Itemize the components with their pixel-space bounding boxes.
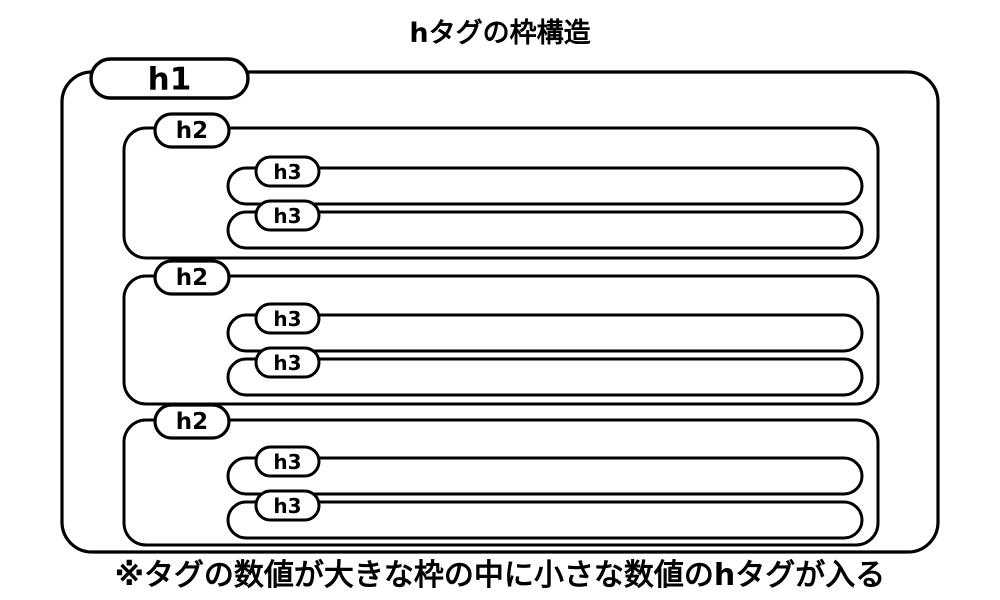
h2-tag-1-shape [153, 112, 231, 149]
h3-tag-3-2-shape [254, 489, 321, 522]
h2-tag-1-label: h2 [176, 118, 208, 144]
h2-tag-2: h2 [153, 259, 231, 296]
h3-tag-3-2-label: h3 [273, 494, 301, 518]
h3-tag-1-2-label: h3 [273, 204, 301, 228]
h3-frame-2-2 [226, 357, 864, 397]
h3-tag-2-2: h3 [254, 346, 321, 379]
h3-frame-2-1 [226, 313, 864, 353]
h3-tag-1-2-shape [254, 199, 321, 232]
h1-tag-shape [89, 57, 250, 100]
h3-tag-1-1-label: h3 [273, 160, 301, 184]
page-title: hタグの枠構造 [409, 18, 591, 49]
h3-frame-3-2 [226, 500, 864, 540]
h3-tag-3-2: h3 [254, 489, 321, 522]
h2-tag-3-label: h2 [176, 409, 208, 435]
h2-tag-3-shape [153, 403, 231, 440]
diagram-caption: ※タグの数値が大きな枠の中に小さな数値のhタグが入る [114, 558, 886, 593]
h3-frame-1-2 [226, 210, 864, 250]
h3-tag-3-1-shape [254, 445, 321, 478]
h3-tag-3-1: h3 [254, 445, 321, 478]
h3-tag-2-1-label: h3 [273, 307, 301, 331]
h2-tag-3: h2 [153, 403, 231, 440]
h3-tag-2-1: h3 [254, 302, 321, 335]
h3-tag-3-1-label: h3 [273, 450, 301, 474]
h3-frame-1-1 [226, 166, 864, 206]
h3-tag-1-2: h3 [254, 199, 321, 232]
h3-tag-2-1-shape [254, 302, 321, 335]
h1-tag: h1 [89, 57, 250, 100]
h3-tag-1-1-shape [254, 155, 321, 188]
h2-tag-1: h2 [153, 112, 231, 149]
h3-tag-1-1: h3 [254, 155, 321, 188]
h2-tag-2-label: h2 [176, 265, 208, 291]
h3-tag-2-2-label: h3 [273, 351, 301, 375]
h3-frame-3-1 [226, 456, 864, 496]
h3-tag-2-2-shape [254, 346, 321, 379]
h1-tag-label: h1 [148, 62, 192, 98]
h2-tag-2-shape [153, 259, 231, 296]
